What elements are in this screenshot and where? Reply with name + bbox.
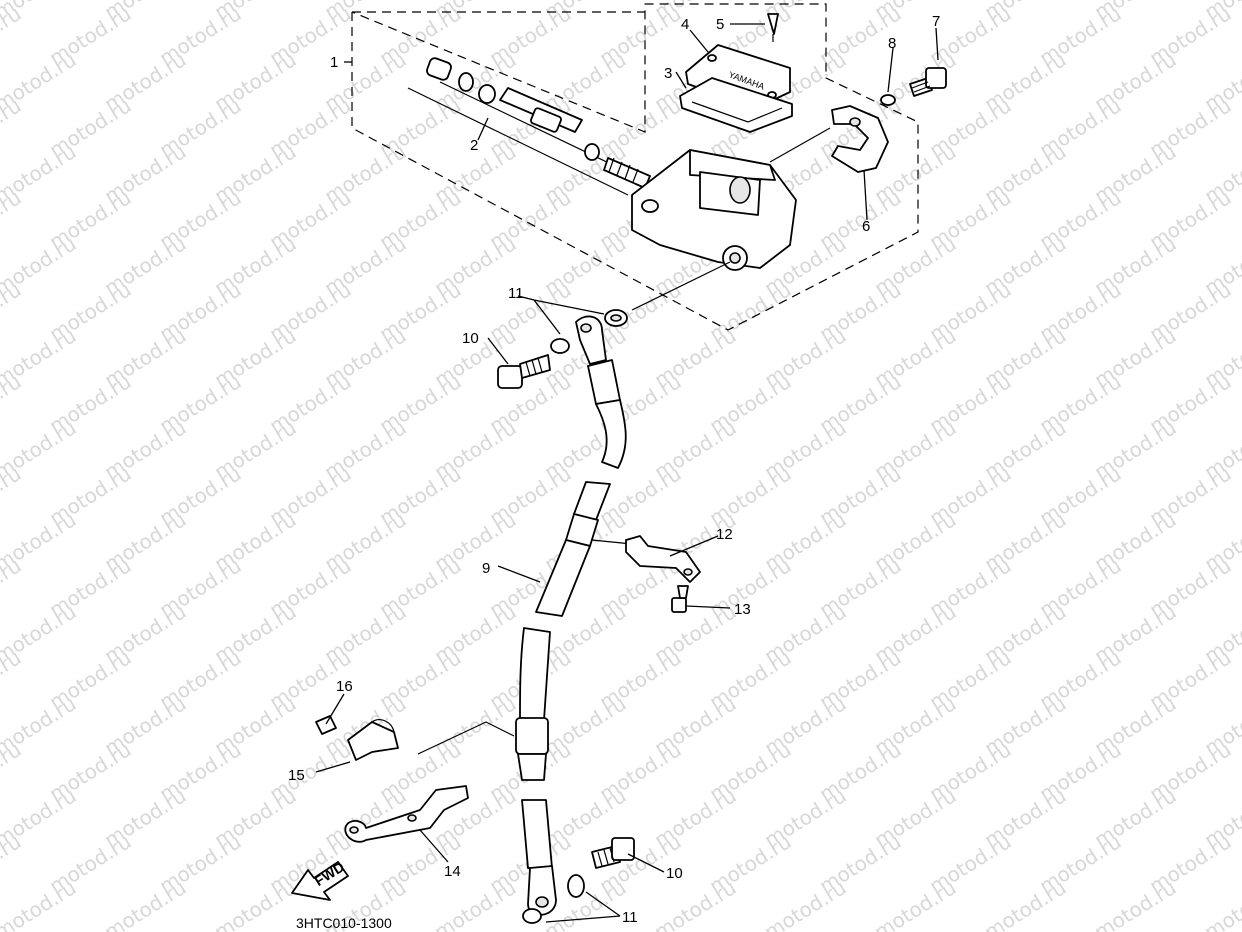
callout-9: 9 [482,560,490,577]
callout-10-lower: 10 [666,865,683,882]
callout-11-lower: 11 [622,909,638,926]
fwd-arrow: FWD [291,859,349,901]
callout-14: 14 [444,863,461,880]
callout-16: 16 [336,678,353,695]
callout-1: 1 [330,54,338,71]
callout-6: 6 [862,218,870,235]
lower-banjo-fitting [522,837,635,924]
lower-hose-clamp [315,715,469,843]
callout-13: 13 [734,601,751,618]
watermark-text: motod.ru [430,875,521,932]
callout-2: 2 [470,137,478,154]
watermark-text: motod.ru [980,875,1071,932]
handlebar-holder [831,67,947,173]
master-cylinder-body [631,127,831,311]
callout-12: 12 [716,526,733,543]
callout-15: 15 [288,767,305,784]
watermark-text: motod.ru [1090,875,1181,932]
watermark-text: motod.ru [1200,875,1242,932]
piston-kit [407,57,651,196]
brake-hose [417,315,633,916]
callout-11-upper: 11 [508,285,524,302]
watermark-text: motod.ru [870,875,961,932]
callout-7: 7 [932,13,940,30]
watermark-text: motod.ru [210,875,301,932]
diagram-code: 3HTC010-1300 [296,915,392,931]
upper-banjo-fitting [497,309,628,389]
callout-10-upper: 10 [462,330,479,347]
callout-8: 8 [888,35,896,52]
watermark-text: motod.ru [100,875,191,932]
callouts: 1 2 3 4 5 6 7 8 9 10 10 11 11 12 13 14 1… [288,13,940,926]
leader-lines [315,23,939,923]
watermark-text: motod.ru [760,875,851,932]
reservoir-cap: YAMAHA [679,13,793,133]
watermark-text: motod.ru [0,875,80,932]
assembly-outline [351,3,919,331]
callout-4: 4 [681,16,689,33]
callout-5: 5 [716,16,724,33]
hose-guide-bracket [625,535,701,613]
watermark-text: motod.ru [650,875,741,932]
callout-3: 3 [664,65,672,82]
